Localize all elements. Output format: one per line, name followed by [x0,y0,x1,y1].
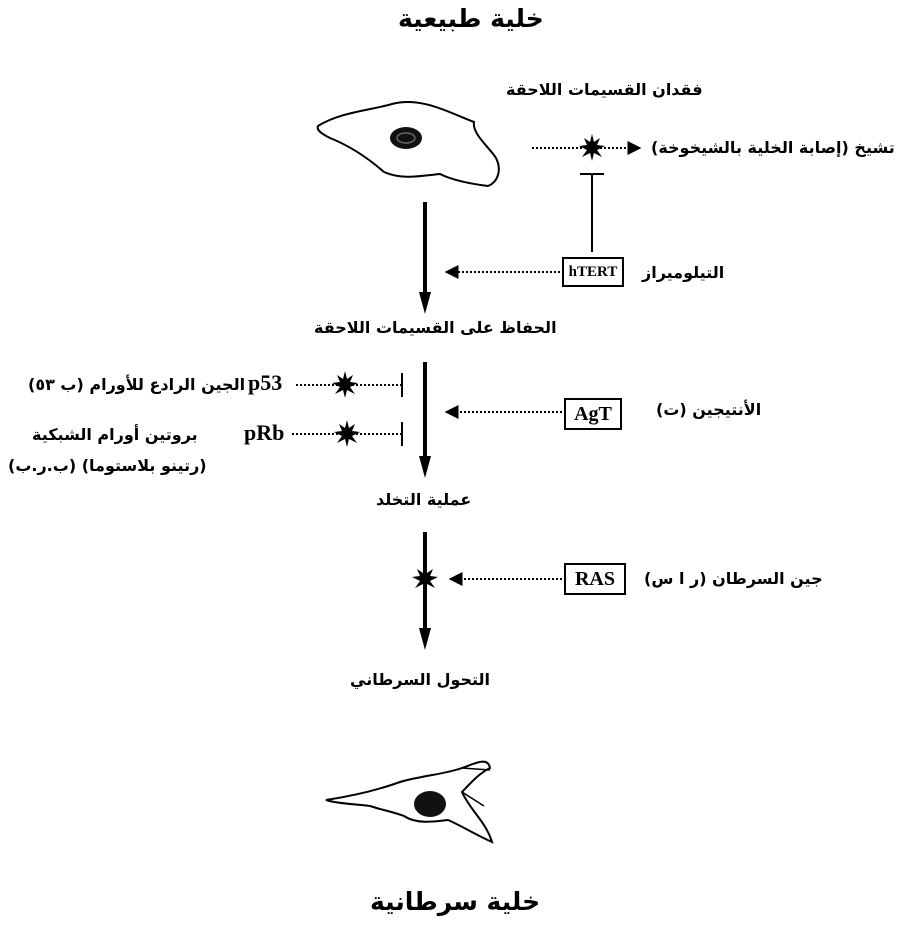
cancer-cell-drawing [325,760,494,844]
p53-star [332,371,358,398]
telomere-maintenance-label: الحفاظ على القسيمات اللاحقة [314,318,557,337]
antigen-label: الأنتيجين (ت) [656,400,762,419]
ras-star [412,565,438,592]
p53-gene-name: p53 [248,370,283,395]
normal-cell-drawing [316,101,500,188]
ras-box: RAS [564,563,626,595]
normal-cell-nucleus [390,127,422,149]
htert-inhibition-line [580,173,604,252]
normal-cell-title: خلية طبيعية [398,4,544,33]
telomerase-label: التيلوميراز [642,263,725,282]
immortalization-label: عملية التخلد [376,490,472,509]
prb-gene-name: pRb [244,420,285,445]
transformation-label: التحول السرطاني [350,670,491,689]
htert-box: hTERT [562,257,624,287]
cancer-cell-title: خلية سرطانية [370,887,541,916]
cancer-cell-nucleus [414,791,446,817]
p53-description: الجين الرادع للأورام (ب ٥٣) [28,375,246,394]
prb-star [334,420,360,447]
agt-box: AgT [564,398,622,430]
ras-description: جين السرطان (ر ا س) [644,569,823,588]
prb-description-line1: بروتين أورام الشبكية [32,425,198,444]
senescence-block-star [579,134,605,161]
prb-inhibition [292,422,403,446]
telomere-loss-label: فقدان القسيمات اللاحقة [506,80,703,99]
senescence-label: تشيخ (إصابة الخلية بالشيخوخة) [651,138,895,157]
prb-description-line2: (رتينو بلاستوما) (ب.ر.ب) [8,456,207,475]
